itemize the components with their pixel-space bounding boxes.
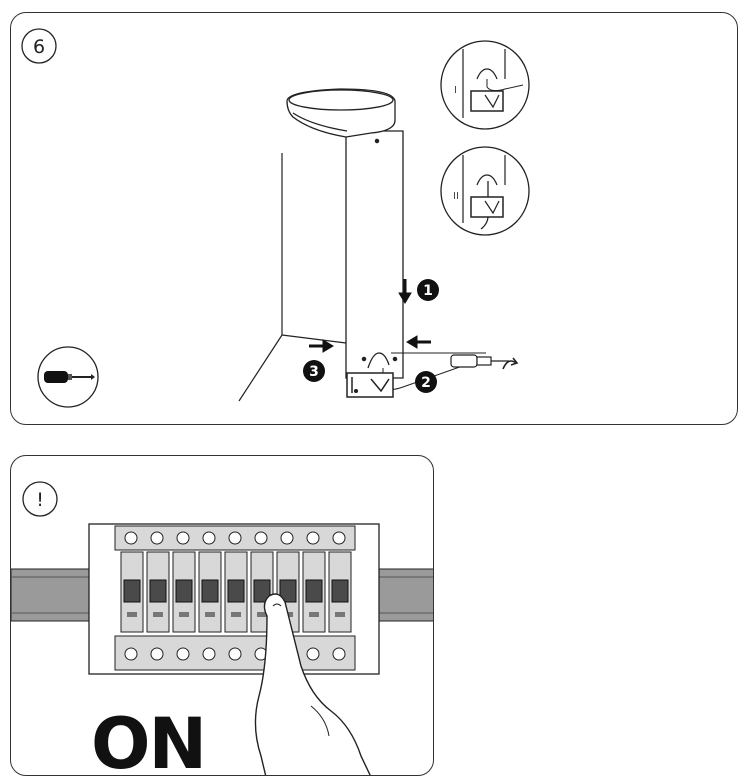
step-6-illustration: 6 xyxy=(21,28,530,408)
bollard-lamp xyxy=(286,88,486,391)
breaker-indicator xyxy=(127,612,137,617)
terminal-screw xyxy=(228,531,242,545)
circuit-breakers xyxy=(88,523,380,675)
breaker-switch[interactable] xyxy=(149,579,167,603)
breaker-switch[interactable] xyxy=(227,579,245,603)
breaker-switch[interactable] xyxy=(279,579,297,603)
arrow-icon xyxy=(309,279,431,353)
breaker-indicator xyxy=(257,612,267,617)
callout-1: 1 xyxy=(417,279,439,301)
connector-block xyxy=(346,372,394,398)
detail-view-2: II xyxy=(440,146,530,236)
warning-badge: ! xyxy=(22,481,58,517)
breaker-indicator xyxy=(179,612,189,617)
terminal-screw xyxy=(150,531,164,545)
terminal-screw xyxy=(176,531,190,545)
wire-connector xyxy=(450,354,509,368)
warning-symbol: ! xyxy=(36,489,44,511)
terminal-screw xyxy=(280,531,294,545)
breaker-indicator xyxy=(231,612,241,617)
breaker-switch[interactable] xyxy=(331,579,349,603)
breaker-illustration: ! ON xyxy=(11,481,433,776)
step-6-panel: 6 xyxy=(10,12,738,425)
screwdriver-icon xyxy=(37,346,99,408)
terminal-screw xyxy=(306,647,320,661)
breaker-switch[interactable] xyxy=(175,579,193,603)
terminal-screw xyxy=(124,531,138,545)
svg-text:3: 3 xyxy=(309,364,319,380)
terminal-screw xyxy=(202,647,216,661)
terminal-screw xyxy=(306,531,320,545)
on-label: ON xyxy=(91,703,205,776)
breaker-switch[interactable] xyxy=(253,579,271,603)
detail-label-2: II xyxy=(453,191,459,202)
terminal-screw xyxy=(202,531,216,545)
terminal-screw xyxy=(150,647,164,661)
step-number-badge: 6 xyxy=(21,28,57,64)
breaker-switch[interactable] xyxy=(201,579,219,603)
breaker-switch[interactable] xyxy=(305,579,323,603)
breaker-indicator xyxy=(335,612,345,617)
breaker-indicator xyxy=(205,612,215,617)
ground-lines xyxy=(238,153,347,402)
callout-2: 2 xyxy=(415,371,437,393)
breaker-switch[interactable] xyxy=(123,579,141,603)
terminal-screw xyxy=(124,647,138,661)
breaker-indicator xyxy=(153,612,163,617)
rotate-icon xyxy=(502,357,519,370)
terminal-screw xyxy=(332,531,346,545)
svg-text:1: 1 xyxy=(423,283,433,299)
callout-3: 3 xyxy=(303,360,325,382)
terminal-screw xyxy=(332,647,346,661)
terminal-screw xyxy=(228,647,242,661)
terminal-screw xyxy=(254,531,268,545)
breaker-indicator xyxy=(309,612,319,617)
power-on-panel: ! ON xyxy=(10,455,434,776)
detail-view-1: I xyxy=(440,40,530,130)
hand-finger xyxy=(254,593,371,775)
terminal-screw xyxy=(176,647,190,661)
detail-label-1: I xyxy=(454,85,457,96)
svg-text:2: 2 xyxy=(421,375,431,391)
step-number: 6 xyxy=(33,36,45,58)
